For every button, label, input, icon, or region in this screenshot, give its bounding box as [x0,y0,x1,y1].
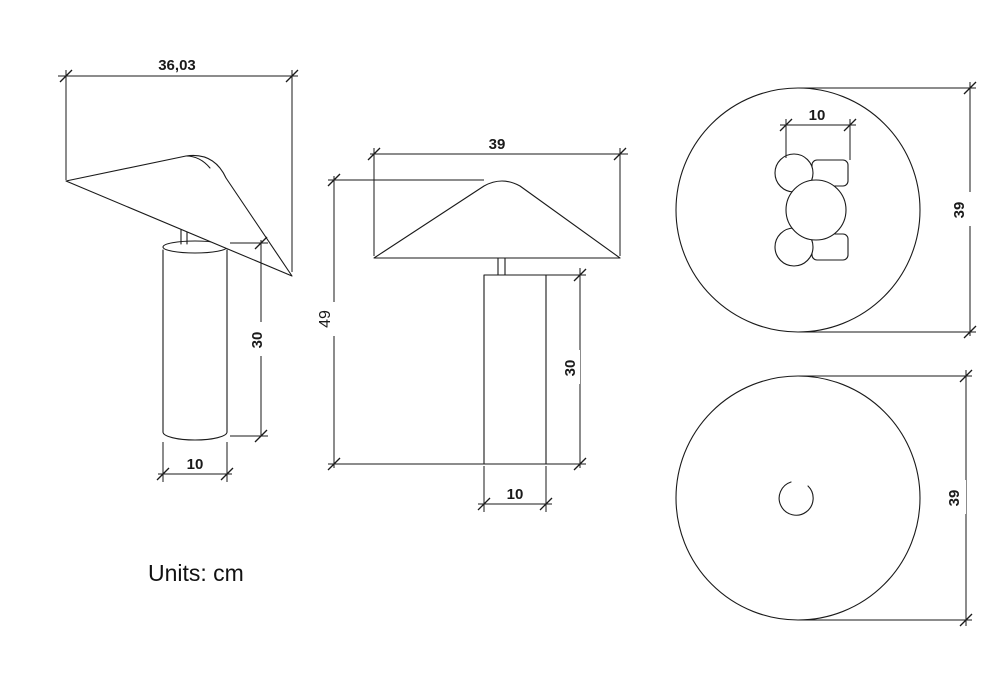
side-width-tick-right [285,69,299,83]
front-total-height-tick-bottom [327,457,341,471]
side-lamp-shade [65,154,293,277]
top-bulb-tick-left [779,118,793,132]
bottom-diameter-tick-top [959,369,973,383]
side-diameter-label: 10 [187,456,204,473]
front-diameter-label: 10 [507,486,524,503]
side-width-tick-left [59,69,73,83]
side-height-tick-bottom [254,429,268,443]
top-diameter-tick-bottom [963,325,977,339]
units-note: Units: cm [148,560,244,586]
side-body-cylinder [162,249,228,441]
side-view: 36,03 30 10 [58,55,299,482]
top-diameter-label: 39 [951,202,968,219]
side-height-label: 30 [249,332,266,349]
front-body-height-label-bg [560,350,580,384]
side-height-label-bg [242,322,262,356]
top-bulb-tick-right [843,118,857,132]
front-total-height-tick-top [327,173,341,187]
bottom-diameter-label: 39 [946,490,963,507]
front-total-height-label: 49 [317,310,334,328]
bottom-view-stem-arc [778,481,814,516]
top-view: 10 39 [675,81,977,339]
bottom-view-shade-circle [675,375,921,621]
front-width-label-bg [480,133,514,153]
bottom-diameter-label-bg [944,480,966,514]
side-diameter-tick-left [156,467,170,481]
bulb-assembly [774,153,849,267]
front-diameter-tick-right [539,497,553,511]
top-diameter-tick-top [963,81,977,95]
front-total-height-label-bg [316,302,336,336]
front-width-tick-left [367,147,381,161]
front-body-height-tick-top [573,268,587,282]
front-lamp-shade [373,180,621,259]
bottom-diameter-tick-bottom [959,613,973,627]
front-diameter-tick-left [477,497,491,511]
front-view: 39 49 30 10 [316,133,628,512]
front-body-height-tick-bottom [573,457,587,471]
side-height-tick-top [254,236,268,250]
side-width-label-bg [142,55,192,75]
front-body-height-label: 30 [562,360,579,377]
bottom-view: 39 [675,369,973,627]
front-body-rect [483,274,547,465]
side-diameter-tick-right [220,467,234,481]
side-width-label: 36,03 [158,57,196,74]
central-hub [785,179,847,241]
side-shade-highlight [185,155,211,169]
front-width-label: 39 [489,136,506,153]
top-diameter-label-bg [950,192,972,226]
front-width-tick-right [613,147,627,161]
top-bulb-spacing-label: 10 [809,107,826,124]
